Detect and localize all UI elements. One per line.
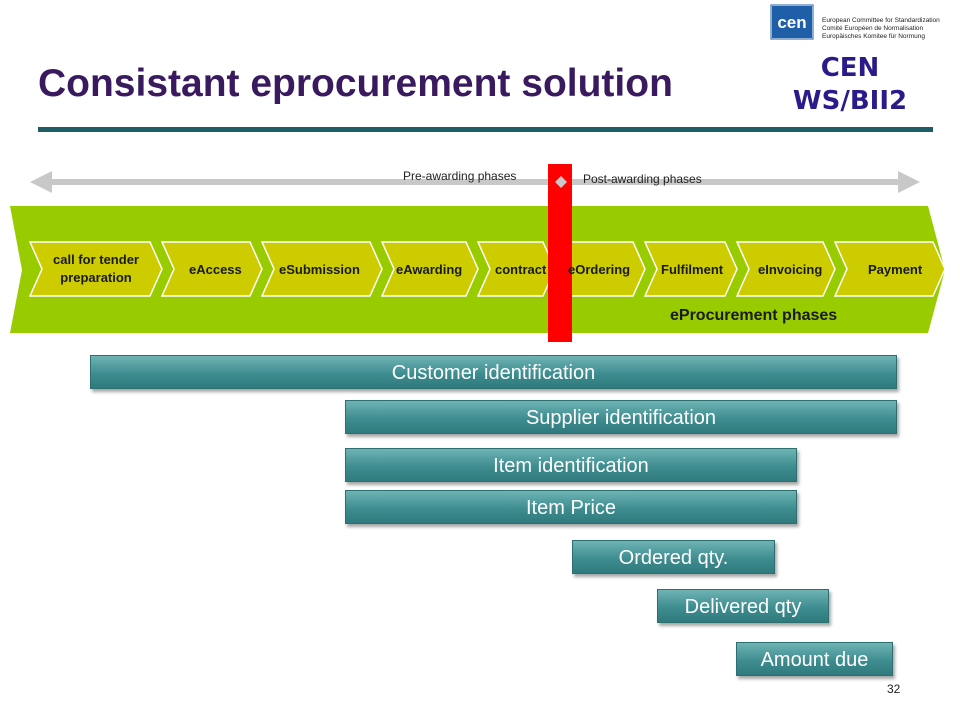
- page-number: 32: [887, 682, 901, 696]
- phase-chevron-eaccess: [160, 241, 263, 297]
- bar-ordered-qty: Ordered qty.: [572, 540, 775, 574]
- phase-label-esubmission: eSubmission: [279, 262, 360, 277]
- phase-label-call-for-tender: call for tender preparation: [53, 252, 139, 285]
- cen-label-line-2: WS/BII2: [792, 86, 908, 116]
- cen-workshop-label: CEN WS/BII2: [790, 52, 910, 118]
- bar-item-price: Item Price: [345, 490, 797, 524]
- award-divider-marker: [555, 176, 567, 188]
- bar-customer-identification: Customer identification: [90, 355, 897, 389]
- timeline-arrow-right-head: [898, 171, 920, 193]
- title-divider: [38, 127, 933, 132]
- pre-awarding-label: Pre-awarding phases: [403, 169, 517, 183]
- cen-logo-line-2: Comité Européen de Normalisation: [822, 25, 924, 32]
- bar-amount-due: Amount due: [736, 642, 893, 676]
- phase-chevron-esubmission: [260, 241, 383, 297]
- award-divider-bar: [548, 164, 572, 342]
- timeline-arrow: [30, 171, 920, 193]
- award-divider: [548, 164, 572, 342]
- slide-title: Consistant eprocurement solution: [38, 62, 673, 105]
- bar-delivered-qty: Delivered qty: [657, 589, 829, 623]
- bar-item-identification: Item identification: [345, 448, 797, 482]
- phase-label-eawarding: eAwarding: [396, 262, 463, 277]
- phase-label-fulfilment: Fulfilment: [661, 262, 724, 277]
- timeline-arrow-left-head: [30, 171, 52, 193]
- cen-logo: cen: [770, 4, 814, 40]
- cen-label-line-1: CEN: [820, 53, 880, 83]
- cen-logo-line-3: Europäisches Komitee für Normung: [822, 33, 925, 40]
- cen-logo-text: European Committee for Standardization C…: [822, 17, 940, 41]
- phase-label-einvoicing: eInvoicing: [758, 262, 823, 277]
- phase-chevron-payment: [833, 241, 946, 297]
- phases-caption: eProcurement phases: [670, 307, 838, 324]
- phase-chevrons: [28, 241, 946, 297]
- phase-label-contract: contract: [495, 262, 547, 277]
- phase-chevron-contract: [476, 241, 556, 297]
- post-awarding-label: Post-awarding phases: [583, 172, 702, 186]
- phase-chevron-einvoicing: [735, 241, 836, 297]
- phase-label-eaccess: eAccess: [189, 262, 242, 277]
- bar-supplier-identification: Supplier identification: [345, 400, 897, 434]
- phase-label-payment: Payment: [868, 262, 923, 277]
- phase-chevron-call-for-tender: [28, 241, 163, 297]
- phase-chevron-eawarding: [380, 241, 479, 297]
- phase-chevron-fulfilment: [643, 241, 738, 297]
- cen-logo-line-1: European Committee for Standardization: [822, 17, 940, 24]
- cen-logo-mark: cen: [777, 13, 806, 32]
- phase-label-eordering: eOrdering: [568, 262, 631, 277]
